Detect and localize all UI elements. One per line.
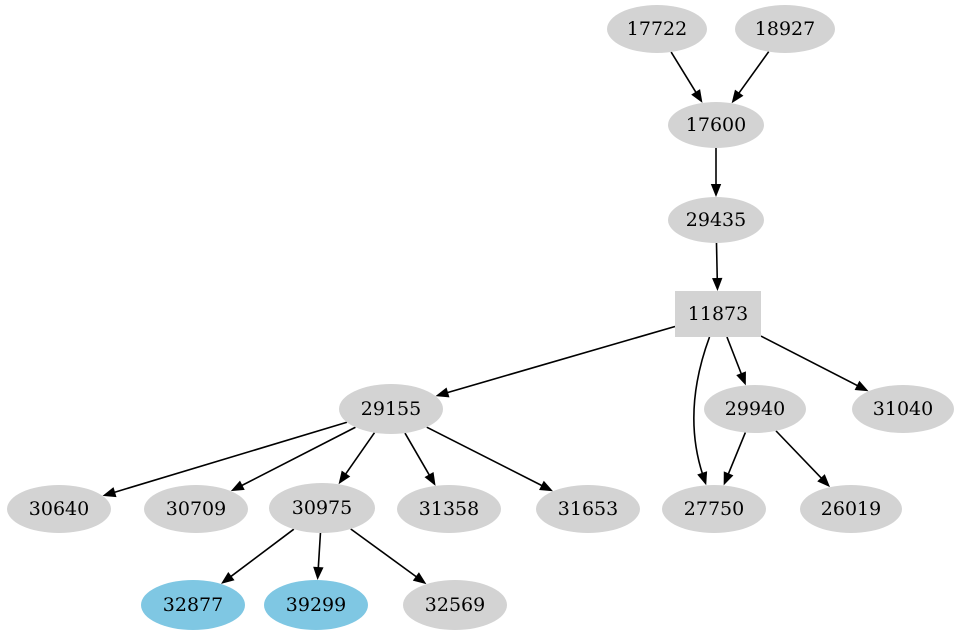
graph-node-27750[interactable]: 27750 bbox=[662, 485, 766, 533]
node-layer: 17722 18927 17600 29435 11873 29155 29940 31040… bbox=[7, 5, 954, 630]
graph-node-30640[interactable]: 30640 bbox=[7, 485, 111, 533]
edge-30975-to-32569 bbox=[350, 528, 427, 585]
graph-node-31653[interactable]: 31653 bbox=[536, 485, 640, 533]
graph-node-29435[interactable]: 29435 bbox=[668, 197, 764, 243]
graph-node-30709[interactable]: 30709 bbox=[144, 485, 248, 533]
node-ellipse-29155[interactable] bbox=[339, 384, 443, 434]
edge-30975-to-39299 bbox=[313, 532, 324, 581]
edge-17722-to-17600 bbox=[670, 51, 703, 103]
edge-11873-to-27750 bbox=[693, 336, 711, 486]
node-ellipse-26019[interactable] bbox=[800, 485, 902, 533]
graph-node-31040[interactable]: 31040 bbox=[852, 385, 954, 433]
node-ellipse-17600[interactable] bbox=[668, 102, 764, 148]
node-ellipse-31653[interactable] bbox=[536, 485, 640, 533]
node-ellipse-30640[interactable] bbox=[7, 485, 111, 533]
graph-node-17600[interactable]: 17600 bbox=[668, 102, 764, 148]
node-ellipse-29435[interactable] bbox=[668, 197, 764, 243]
edge-29435-to-11873 bbox=[712, 242, 723, 291]
graph-node-11873[interactable]: 11873 bbox=[675, 291, 761, 337]
edge-29155-to-30709 bbox=[230, 426, 356, 492]
graph-node-32569[interactable]: 32569 bbox=[403, 580, 507, 630]
node-ellipse-17722[interactable] bbox=[607, 5, 707, 53]
edge-layer bbox=[102, 51, 869, 585]
graph-node-26019[interactable]: 26019 bbox=[800, 485, 902, 533]
node-ellipse-31040[interactable] bbox=[852, 385, 954, 433]
edge-29940-to-26019 bbox=[775, 430, 831, 488]
graph-node-18927[interactable]: 18927 bbox=[735, 5, 835, 53]
edge-18927-to-17600 bbox=[731, 51, 770, 104]
graph-node-30975[interactable]: 30975 bbox=[269, 483, 375, 533]
node-ellipse-29940[interactable] bbox=[704, 385, 806, 433]
edge-29155-to-31358 bbox=[404, 432, 436, 486]
node-ellipse-32877[interactable] bbox=[141, 580, 245, 630]
edge-29155-to-30975 bbox=[338, 432, 376, 485]
edge-11873-to-29155 bbox=[435, 325, 676, 398]
edge-29940-to-27750 bbox=[723, 432, 747, 486]
graph-node-31358[interactable]: 31358 bbox=[397, 485, 501, 533]
node-ellipse-39299[interactable] bbox=[264, 580, 368, 630]
edge-29155-to-30640 bbox=[102, 421, 348, 498]
graph-node-29940[interactable]: 29940 bbox=[704, 385, 806, 433]
edge-11873-to-31040 bbox=[760, 335, 869, 392]
edge-17600-to-29435 bbox=[710, 148, 722, 197]
edge-29155-to-31653 bbox=[426, 426, 554, 492]
graph-node-39299[interactable]: 39299 bbox=[264, 580, 368, 630]
node-ellipse-30975[interactable] bbox=[269, 483, 375, 533]
node-ellipse-32569[interactable] bbox=[403, 580, 507, 630]
node-box-11873[interactable] bbox=[675, 291, 761, 337]
node-ellipse-18927[interactable] bbox=[735, 5, 835, 53]
node-ellipse-27750[interactable] bbox=[662, 485, 766, 533]
graph-node-32877[interactable]: 32877 bbox=[141, 580, 245, 630]
graph-node-17722[interactable]: 17722 bbox=[607, 5, 707, 53]
edge-11873-to-29940 bbox=[726, 336, 746, 386]
graph-node-29155[interactable]: 29155 bbox=[339, 384, 443, 434]
node-ellipse-30709[interactable] bbox=[144, 485, 248, 533]
edge-30975-to-32877 bbox=[221, 528, 295, 584]
node-ellipse-31358[interactable] bbox=[397, 485, 501, 533]
